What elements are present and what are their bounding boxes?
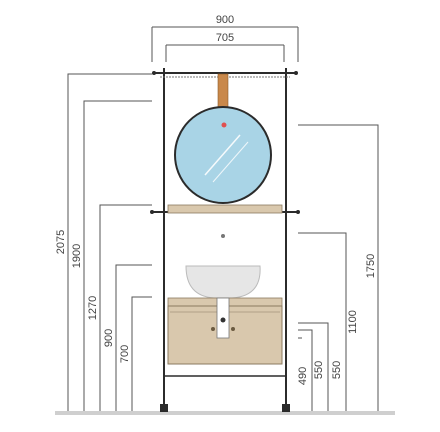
dim-label-1100: 1100 [347,310,359,334]
floor-line [55,411,395,415]
cabinet-knob-left [211,327,215,331]
top-dimension-705: 705 [165,32,285,62]
dim-label-1900: 1900 [71,244,83,268]
dim-label-705: 705 [216,32,234,44]
left-dimension-1270: 1270 [87,204,152,411]
dim-label-550-outer: 550 [331,361,343,379]
left-dimension-700: 700 [119,296,152,411]
dim-label-1750: 1750 [365,254,377,278]
left-dimension-900: 900 [103,264,152,411]
dim-label-550-inner: 550 [313,361,325,379]
dim-label-490: 490 [297,367,309,385]
vanity-cabinet [167,297,283,365]
mirror-strap [217,73,229,111]
left-dimension-2075: 2075 [55,73,152,411]
top-dimension-900: 900 [151,14,299,62]
dim-label-2075: 2075 [55,230,67,254]
mirror-light-dot [221,122,227,128]
dim-label-900: 900 [216,14,234,26]
left-dimension-1900: 1900 [71,100,152,411]
middle-shelf [150,204,300,214]
right-dimension-1750: 1750 [298,124,379,411]
round-mirror [174,106,272,204]
right-dimension-550-outer: 550 [298,322,343,411]
dim-label-1270: 1270 [87,296,99,320]
right-dimension-1100: 1100 [298,232,359,411]
cabinet-knob-right [231,327,235,331]
dim-label-900-height: 900 [103,329,115,347]
left-foot [160,404,168,412]
basin [185,265,261,299]
dim-label-700: 700 [119,345,131,363]
wall-fixing-dot [221,234,225,238]
right-foot [282,404,290,412]
right-dimension-490: 490 [297,337,309,385]
right-dimension-550-inner: 550 [298,329,325,411]
vanity-frame [160,68,290,412]
